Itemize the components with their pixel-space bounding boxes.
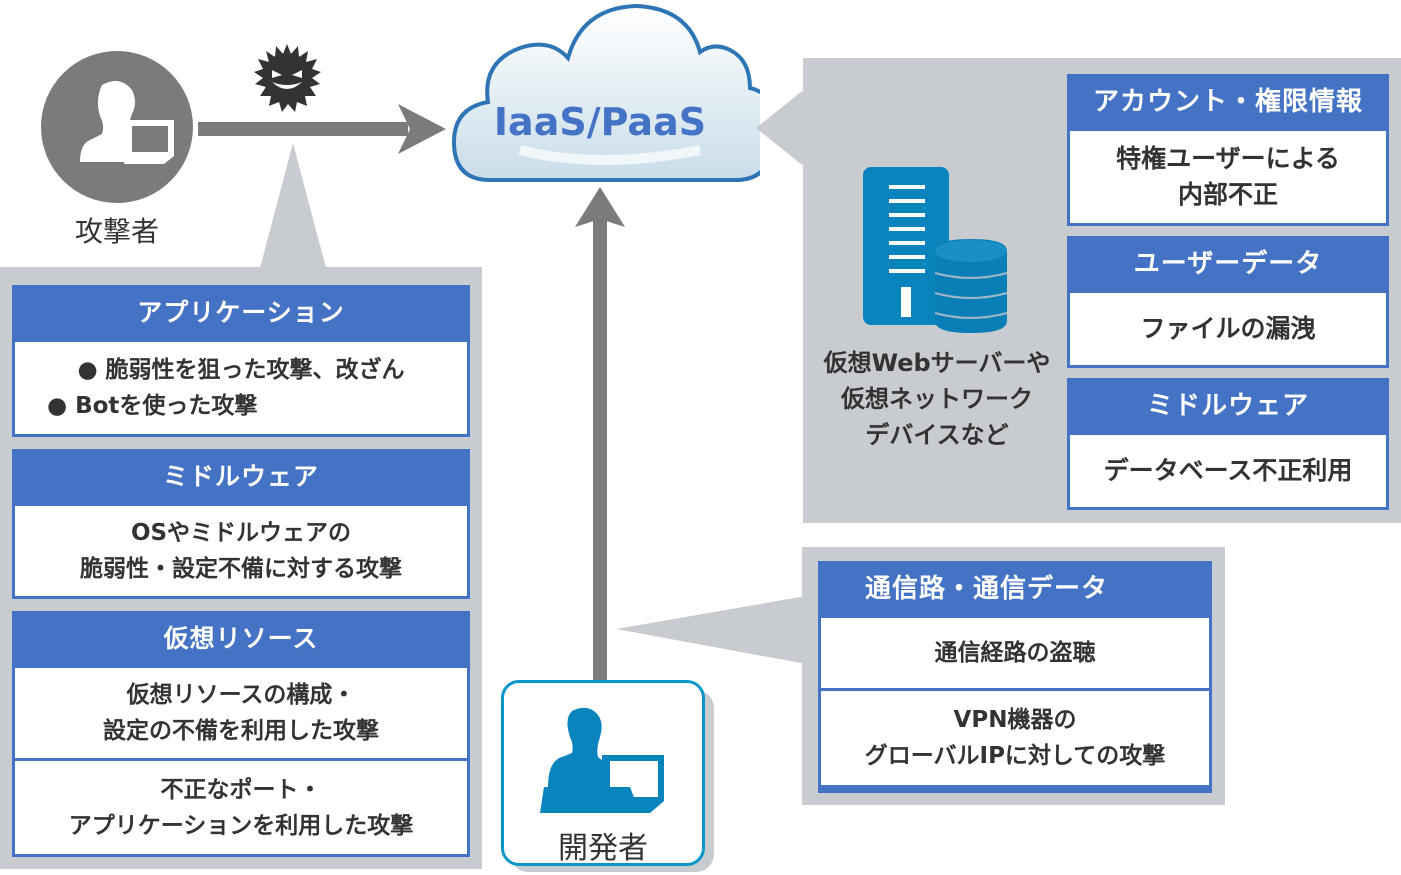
card-line: 脆弱性・設定不備に対する攻撃 bbox=[80, 556, 402, 582]
developer-label: 開発者 bbox=[558, 831, 648, 866]
card-line: アプリケーションを利用した攻撃 bbox=[68, 812, 414, 839]
server-database-icon bbox=[863, 167, 1008, 333]
card-middleware: ミドルウェア OSやミドルウェアの 脆弱性・設定不備に対する攻撃 bbox=[12, 449, 470, 599]
attacker-person-icon bbox=[41, 51, 193, 203]
card-line: OSやミドルウェアの bbox=[130, 520, 352, 546]
card-line: ● Botを使った攻撃 bbox=[47, 393, 258, 419]
attack-arrow bbox=[198, 104, 446, 154]
card-title: ユーザーデータ bbox=[1133, 249, 1323, 279]
card-virtual-resource: 仮想リソース 仮想リソースの構成・ 設定の不備を利用した攻撃 不正なポート・ ア… bbox=[12, 611, 470, 857]
card-user-data: ユーザーデータ ファイルの漏洩 bbox=[1067, 236, 1389, 368]
card-line: 設定の不備を利用した攻撃 bbox=[103, 718, 379, 744]
card-body: 通信経路の盗聴 bbox=[821, 618, 1209, 688]
card-line: 内部不正 bbox=[1177, 180, 1278, 209]
caption-line: 仮想Webサーバーや bbox=[823, 349, 1051, 377]
cloud-label: IaaS/PaaS bbox=[493, 100, 707, 144]
card-body: ● 脆弱性を狙った攻撃、改ざん ● Botを使った攻撃 bbox=[15, 342, 467, 434]
malware-virus-icon bbox=[254, 44, 321, 112]
caption-line: 仮想ネットワーク bbox=[841, 385, 1033, 413]
card-line: 通信経路の盗聴 bbox=[934, 640, 1096, 666]
developer-person-icon bbox=[540, 707, 664, 813]
card-body: VPN機器の グローバルIPに対しての攻撃 bbox=[821, 691, 1209, 785]
card-account-privileges: アカウント・権限情報 特権ユーザーによる 内部不正 bbox=[1067, 74, 1389, 226]
card-line: 仮想リソースの構成・ bbox=[126, 682, 356, 708]
developer-arrow bbox=[575, 187, 625, 685]
card-line: ● 脆弱性を狙った攻撃、改ざん bbox=[77, 357, 405, 383]
cloud-icon bbox=[451, 3, 760, 182]
right-panel: 仮想Webサーバーや 仮想ネットワーク デバイスなど アカウント・権限情報 特権… bbox=[803, 58, 1401, 523]
card-line: ファイルの漏洩 bbox=[1140, 314, 1316, 343]
card-line: 特権ユーザーによる bbox=[1116, 144, 1340, 173]
card-title: ミドルウェア bbox=[162, 462, 319, 491]
card-line: データベース不正利用 bbox=[1103, 456, 1353, 485]
server-caption: 仮想Webサーバーや 仮想ネットワーク デバイスなど bbox=[803, 345, 1071, 453]
network-panel: 通信路・通信データ 通信経路の盗聴 VPN機器の グローバルIPに対しての攻撃 bbox=[802, 547, 1225, 805]
card-body: 特権ユーザーによる 内部不正 bbox=[1070, 131, 1386, 223]
card-communication: 通信路・通信データ 通信経路の盗聴 VPN機器の グローバルIPに対しての攻撃 bbox=[818, 561, 1212, 793]
card-body: データベース不正利用 bbox=[1070, 435, 1386, 507]
card-title: 通信路・通信データ bbox=[865, 574, 1109, 604]
card-middleware-db: ミドルウェア データベース不正利用 bbox=[1067, 378, 1389, 510]
card-body: 不正なポート・ アプリケーションを利用した攻撃 bbox=[15, 761, 467, 854]
developer-actor: 開発者 bbox=[501, 680, 705, 866]
card-application: アプリケーション ● 脆弱性を狙った攻撃、改ざん ● Botを使った攻撃 bbox=[12, 285, 470, 437]
card-title: ミドルウェア bbox=[1146, 391, 1309, 421]
attacker-actor: 攻撃者 bbox=[40, 50, 194, 250]
attacker-label: 攻撃者 bbox=[74, 215, 159, 248]
caption-line: デバイスなど bbox=[865, 421, 1009, 449]
network-panel-pointer bbox=[616, 596, 806, 664]
left-panel: アプリケーション ● 脆弱性を狙った攻撃、改ざん ● Botを使った攻撃 ミドル… bbox=[0, 267, 482, 869]
card-line: 不正なポート・ bbox=[160, 776, 322, 803]
card-body: ファイルの漏洩 bbox=[1070, 293, 1386, 365]
card-title: 仮想リソース bbox=[163, 624, 319, 653]
card-line: グローバルIPに対しての攻撃 bbox=[864, 743, 1166, 769]
card-body: OSやミドルウェアの 脆弱性・設定不備に対する攻撃 bbox=[15, 506, 467, 596]
card-line: VPN機器の bbox=[953, 707, 1077, 733]
card-body: 仮想リソースの構成・ 設定の不備を利用した攻撃 bbox=[15, 668, 467, 758]
card-title: アカウント・権限情報 bbox=[1092, 87, 1363, 117]
card-title: アプリケーション bbox=[137, 298, 345, 327]
right-panel-pointer bbox=[756, 88, 806, 168]
left-panel-pointer bbox=[260, 143, 326, 268]
